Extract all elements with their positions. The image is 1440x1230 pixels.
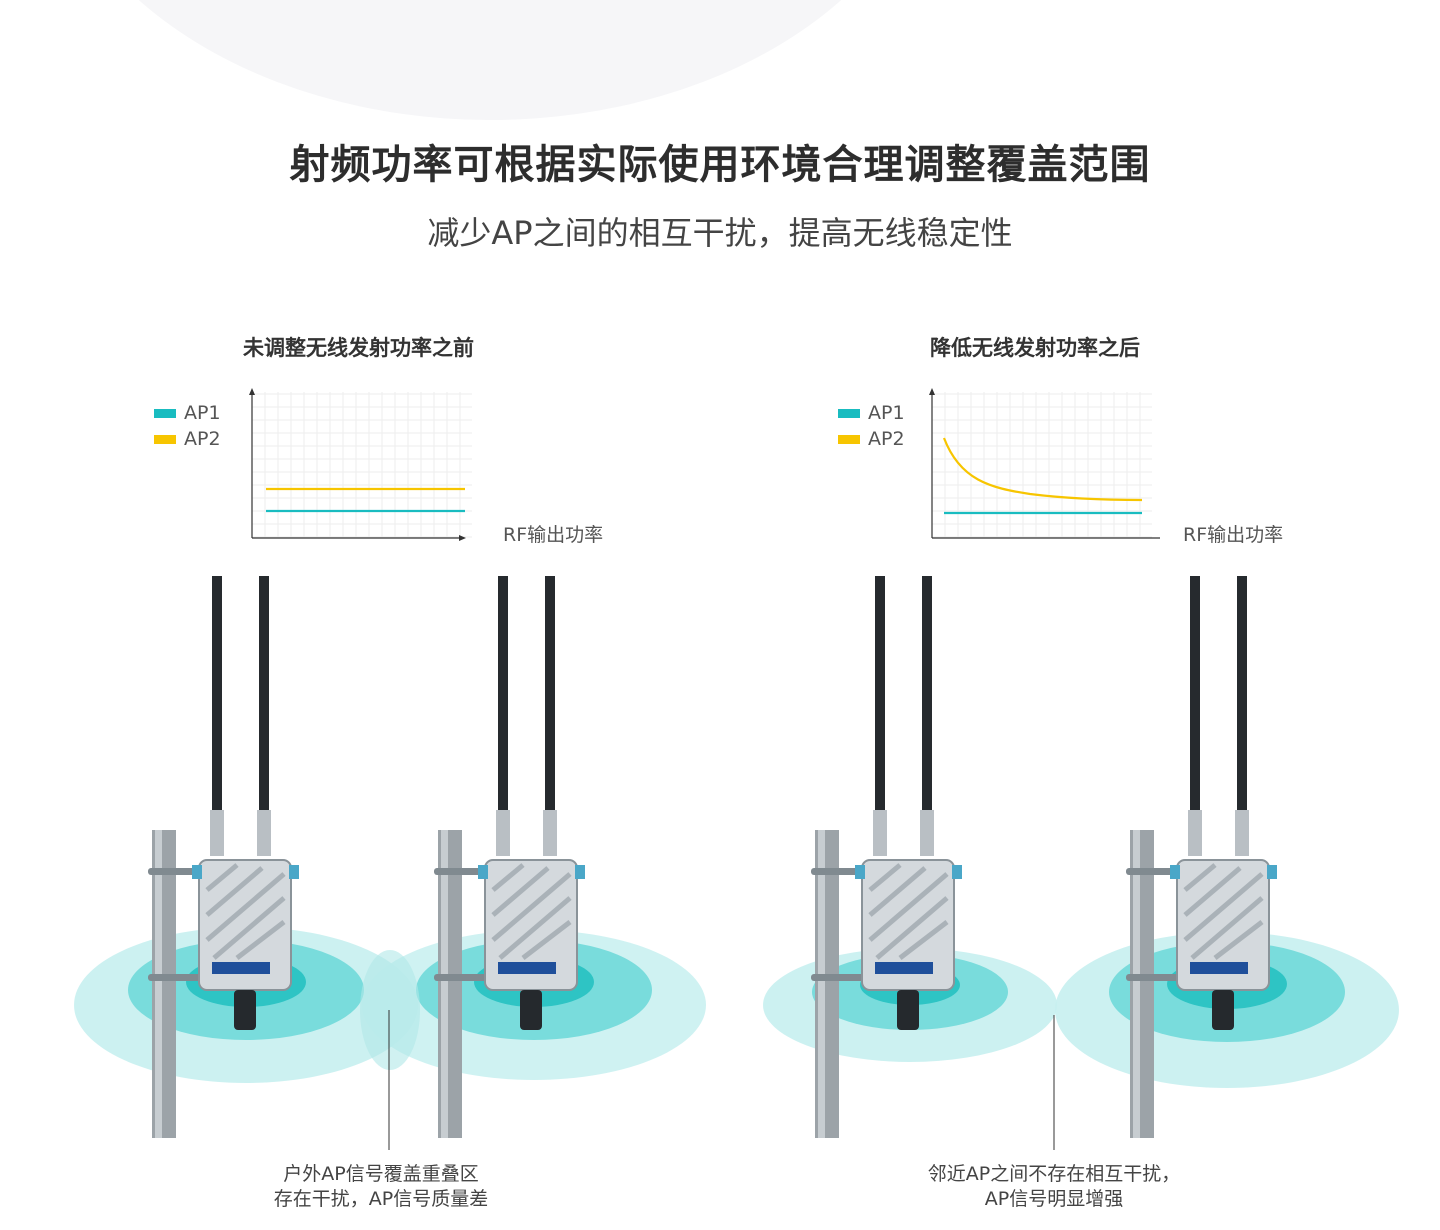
device-label-plate <box>498 962 556 974</box>
page-title: 射频功率可根据实际使用环境合理调整覆盖范围 <box>289 142 1151 188</box>
ap-coverage-scene <box>74 576 706 1150</box>
caption-line: 户外AP信号覆盖重叠区 <box>283 1163 479 1185</box>
legend-item-ap1: AP1 <box>838 400 905 426</box>
x-axis-label: RF输出功率 <box>503 524 604 546</box>
legend-label: AP2 <box>184 428 221 450</box>
legend-swatch-ap1 <box>838 408 860 418</box>
chart-grid <box>931 392 1152 538</box>
panel-after: 降低无线发射功率之后 AP1 AP2 RF输出功率 <box>720 0 1440 1230</box>
power-chart <box>249 388 472 541</box>
legend-item-ap1: AP1 <box>154 400 221 426</box>
chart-legend: AP1 AP2 <box>154 400 221 452</box>
antenna-icon <box>1188 576 1249 856</box>
caption-line: 邻近AP之间不存在相互干扰， <box>927 1163 1181 1185</box>
caption-line: AP信号明显增强 <box>984 1188 1124 1210</box>
outdoor-ap-device-icon <box>434 576 585 1138</box>
antenna-icon <box>210 576 271 856</box>
device-label-plate <box>1190 962 1248 974</box>
outdoor-ap-device-icon <box>811 576 962 1138</box>
legend-label: AP1 <box>184 402 221 424</box>
page-subtitle: 减少AP之间的相互干扰，提高无线稳定性 <box>427 214 1013 252</box>
antenna-icon <box>873 576 934 856</box>
outdoor-ap-device-icon <box>148 576 299 1138</box>
chart-grid <box>251 392 472 538</box>
x-axis-arrow-icon <box>459 535 466 541</box>
antenna-icon <box>496 576 557 856</box>
caption: 邻近AP之间不存在相互干扰， AP信号明显增强 <box>854 1162 1254 1212</box>
legend-swatch-ap2 <box>154 434 176 444</box>
legend-item-ap2: AP2 <box>154 426 221 452</box>
y-axis-arrow-icon <box>929 388 935 395</box>
device-label-plate <box>875 962 933 974</box>
legend-label: AP1 <box>868 402 905 424</box>
panel-title: 未调整无线发射功率之前 <box>243 336 474 360</box>
legend-swatch-ap2 <box>838 434 860 444</box>
overlap-zone <box>360 950 420 1070</box>
caption: 户外AP信号覆盖重叠区 存在干扰，AP信号质量差 <box>181 1162 581 1212</box>
legend-swatch-ap1 <box>154 408 176 418</box>
chart-legend: AP1 AP2 <box>838 400 905 452</box>
y-axis-arrow-icon <box>249 388 255 395</box>
x-axis-label: RF输出功率 <box>1183 524 1284 546</box>
ap2-line <box>942 437 1143 502</box>
panel-before: 未调整无线发射功率之前 AP1 AP2 RF输出功率 <box>74 336 706 1212</box>
outdoor-ap-device-icon <box>1126 576 1277 1138</box>
device-label-plate <box>212 962 270 974</box>
ap-coverage-scene <box>763 576 1399 1150</box>
power-chart <box>929 388 1160 539</box>
panel-title: 降低无线发射功率之后 <box>930 336 1140 360</box>
legend-label: AP2 <box>868 428 905 450</box>
caption-line: 存在干扰，AP信号质量差 <box>273 1188 489 1210</box>
legend-item-ap2: AP2 <box>838 426 905 452</box>
